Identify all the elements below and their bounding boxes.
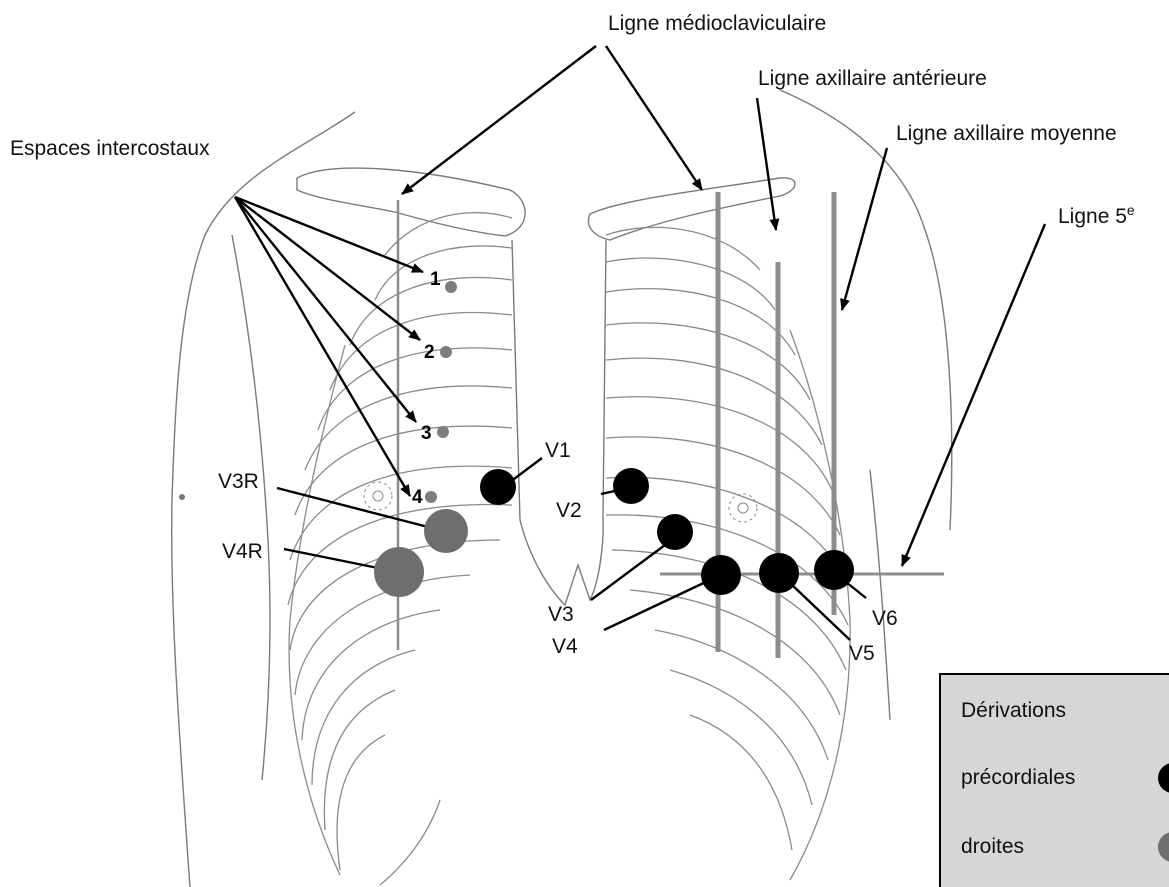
electrode-v5 [759,553,799,593]
legend-label-precordial: précordiales [961,766,1075,790]
lead-label-v4: V4 [552,635,578,658]
lead-label-v6: V6 [872,607,898,630]
intercostal-dot-3 [437,426,449,438]
legend-label-right: droites [961,835,1024,859]
intercostal-dot-1 [445,281,457,293]
intercostal-dot-2 [440,346,452,358]
electrode-v4 [701,555,741,595]
electrode-v1 [480,469,516,505]
lead-label-v2: V2 [556,499,582,522]
label-fifth-line-prefix: Ligne 5 [1058,205,1127,228]
electrode-v6 [814,550,854,590]
legend-swatch-right [1158,832,1169,862]
intercostal-number-3: 3 [421,423,432,444]
label-mid-axillary-line: Ligne axillaire moyenne [896,122,1117,145]
label-fifth-line-superscript: e [1127,202,1135,218]
electrode-v3r [424,509,468,553]
electrode-v3 [657,514,693,550]
legend-swatch-precordial [1158,763,1169,793]
legend-box: Dérivations précordiales droites [939,673,1169,887]
legend-title: Dérivations [961,699,1066,723]
lead-label-v3r: V3R [218,470,259,493]
left-rib-cage [606,227,850,880]
electrode-v4r [374,547,424,597]
sternum [512,240,606,605]
label-midclavicular-line: Ligne médioclaviculaire [608,12,826,35]
label-intercostal-spaces: Espaces intercostaux [10,137,210,160]
label-anterior-axillary-line: Ligne axillaire antérieure [758,67,987,90]
electrode-v2 [613,468,649,504]
intercostal-number-2: 2 [424,342,435,363]
intercostal-dot-4 [425,491,437,503]
lead-label-v4r: V4R [222,540,263,563]
intercostal-number-4: 4 [412,487,423,508]
lead-label-v1: V1 [545,439,571,462]
label-fifth-line: Ligne 5e [1058,202,1135,228]
intercostal-number-1: 1 [430,269,441,290]
lead-label-v3: V3 [548,603,574,626]
lead-label-v5: V5 [849,642,875,665]
